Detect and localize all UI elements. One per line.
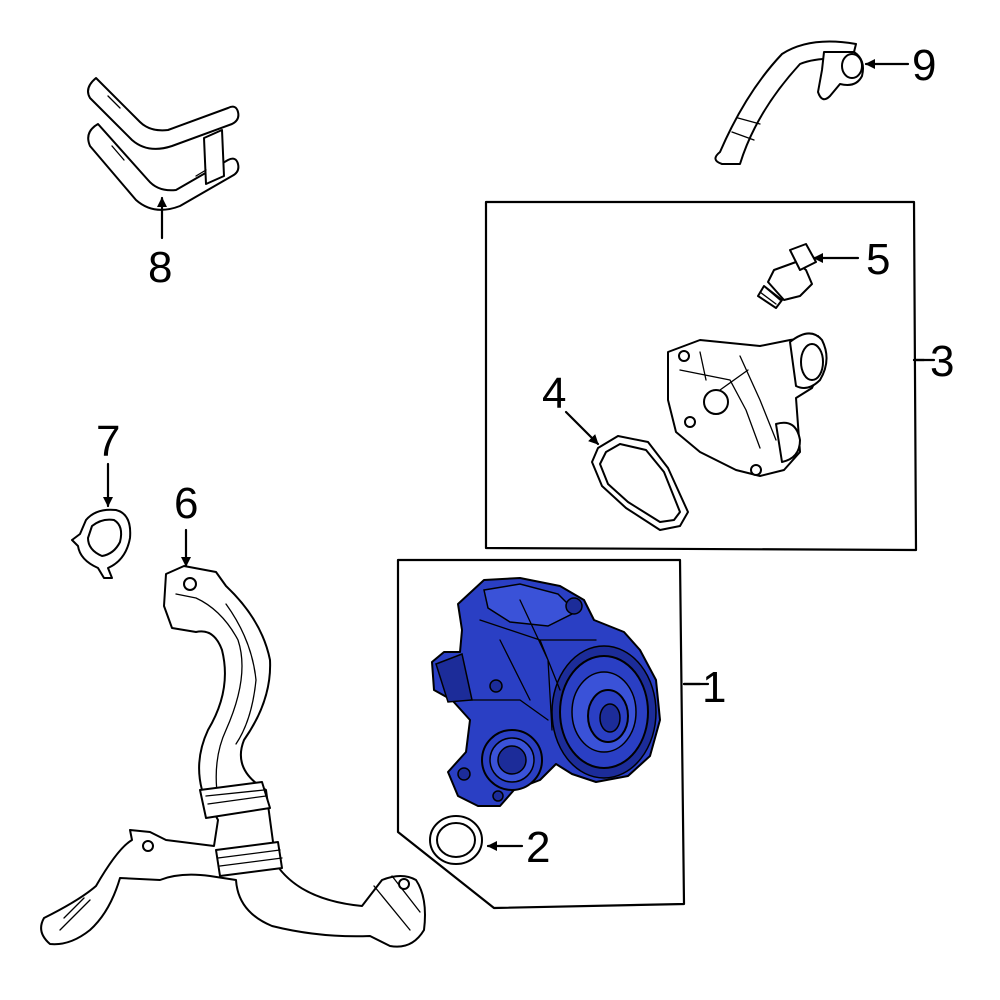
callout-3: 3 xyxy=(930,337,954,386)
part-3-thermostat-housing[interactable] xyxy=(667,332,936,477)
callout-7: 7 xyxy=(96,417,120,466)
callout-6: 6 xyxy=(174,479,198,528)
callout-1: 1 xyxy=(702,663,726,712)
part-1-water-pump[interactable] xyxy=(431,577,710,807)
callout-2: 2 xyxy=(526,823,550,872)
callout-4: 4 xyxy=(542,369,566,418)
callout-5: 5 xyxy=(866,235,890,284)
part-4-gasket[interactable] xyxy=(564,410,689,531)
part-6-coolant-pipe[interactable] xyxy=(40,528,426,948)
callout-9: 9 xyxy=(912,41,936,90)
part-2-o-ring[interactable] xyxy=(429,815,524,865)
part-8-heater-hoses[interactable] xyxy=(87,77,240,240)
part-9-hose[interactable] xyxy=(714,40,910,165)
part-5-temp-sensor[interactable] xyxy=(757,243,860,309)
callout-8: 8 xyxy=(148,243,172,292)
part-7-clamp[interactable] xyxy=(71,462,132,579)
